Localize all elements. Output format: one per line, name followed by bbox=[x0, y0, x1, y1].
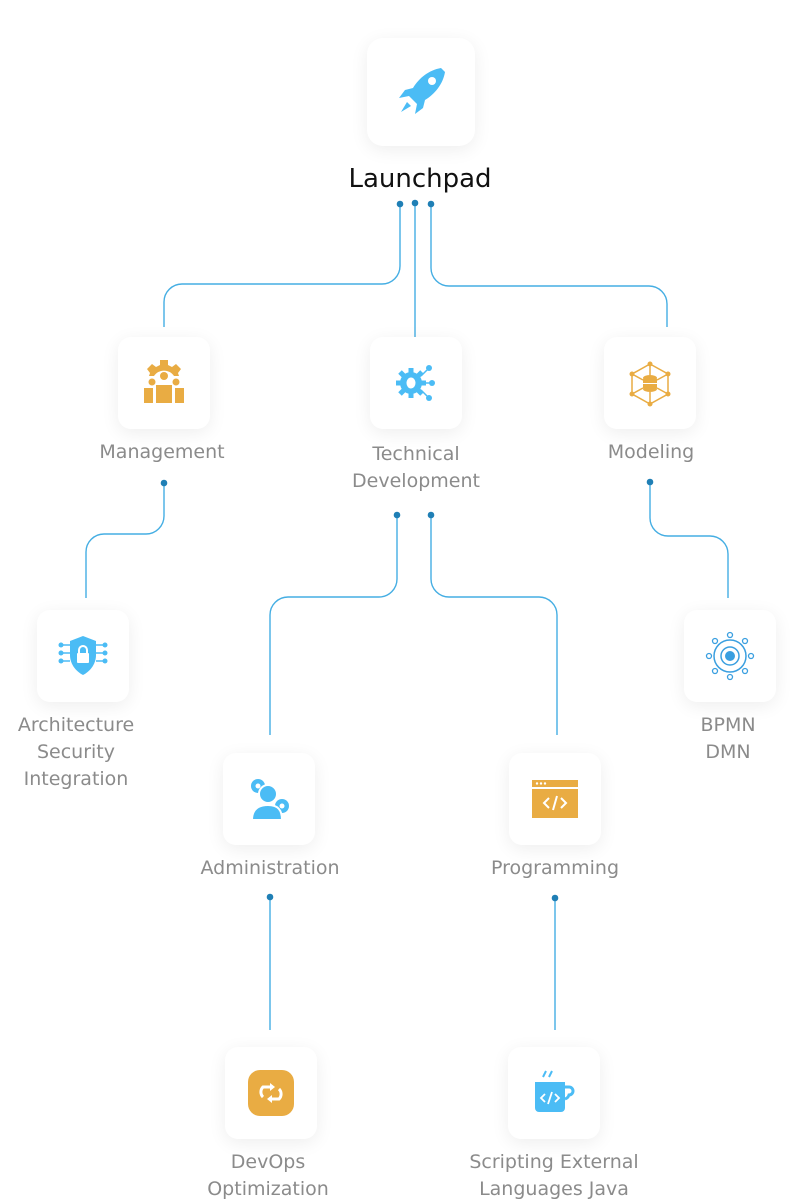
modeling-card[interactable] bbox=[604, 337, 696, 429]
modeling-label: Modeling bbox=[607, 441, 695, 463]
connector-dot bbox=[266, 893, 274, 901]
shield-lock-icon bbox=[58, 636, 108, 675]
connector-dot bbox=[427, 200, 435, 208]
devops-card[interactable] bbox=[225, 1047, 317, 1139]
connector-management bbox=[163, 204, 401, 327]
code-window-icon bbox=[532, 780, 578, 818]
administration-card[interactable] bbox=[223, 753, 315, 845]
architecture-security-card[interactable] bbox=[37, 610, 129, 702]
user-gear-icon bbox=[250, 779, 289, 821]
connector-dot bbox=[427, 511, 435, 519]
bpmn-dmn-card[interactable] bbox=[684, 610, 776, 702]
connector-dot bbox=[551, 894, 559, 902]
administration-label: Administration bbox=[200, 857, 340, 879]
technical-development-card[interactable] bbox=[370, 337, 462, 429]
network-circle-icon bbox=[705, 631, 755, 681]
database-cube-icon bbox=[629, 361, 671, 407]
scripting-card[interactable] bbox=[508, 1047, 600, 1139]
connector-dot bbox=[160, 479, 168, 487]
programming-label: Programming bbox=[490, 857, 620, 879]
connector-dot bbox=[396, 200, 404, 208]
management-card[interactable] bbox=[118, 337, 210, 429]
gear-network-icon bbox=[396, 365, 435, 401]
connector-architecture bbox=[85, 483, 165, 598]
rocket-icon bbox=[399, 68, 445, 114]
connector-programming bbox=[430, 515, 558, 735]
connector-modeling bbox=[430, 204, 668, 327]
connector-dot bbox=[393, 511, 401, 519]
connector-bpmn bbox=[649, 482, 729, 598]
launchpad-card[interactable] bbox=[367, 38, 475, 146]
team-gear-icon bbox=[144, 360, 184, 403]
java-cup-icon bbox=[535, 1070, 575, 1112]
launchpad-title: Launchpad bbox=[348, 164, 492, 194]
sync-icon bbox=[248, 1070, 294, 1116]
connector-dot bbox=[411, 199, 419, 207]
connector-dot bbox=[646, 478, 654, 486]
programming-card[interactable] bbox=[509, 753, 601, 845]
management-label: Management bbox=[99, 441, 225, 463]
connector-administration bbox=[269, 515, 398, 735]
